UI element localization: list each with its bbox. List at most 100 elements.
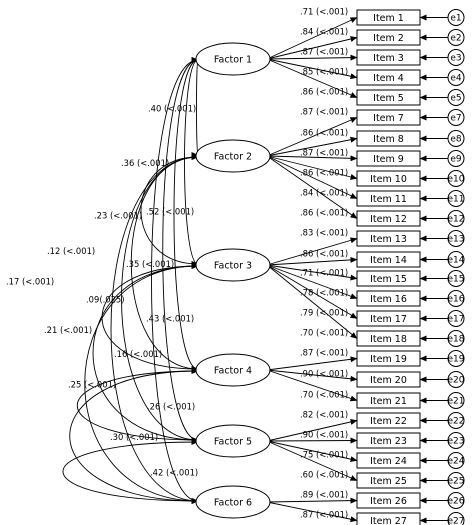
item-label: Item 17 — [370, 314, 407, 325]
error-circle — [447, 109, 465, 126]
loading-label: .60 (<.001) — [300, 470, 348, 480]
loading-label: .78 (<.001) — [300, 288, 348, 298]
correlation-label: .40 (<.001) — [148, 104, 196, 114]
item-box — [356, 210, 421, 227]
correlation-arc — [69, 368, 199, 504]
item-label: Item 23 — [370, 436, 407, 447]
error-label: e3 — [450, 54, 461, 64]
factor-ellipse — [195, 42, 271, 76]
loading-label: .87 (<.001) — [300, 348, 348, 358]
error-label: e13 — [448, 235, 465, 245]
loading-label: .84 (<.001) — [300, 27, 348, 37]
correlation-label: .16 (<.001) — [114, 349, 162, 359]
item-box — [356, 230, 421, 247]
loading-path — [266, 58, 358, 80]
correlation-arc — [62, 439, 199, 504]
error-label: e1 — [450, 14, 461, 24]
loading-path — [266, 136, 358, 157]
loading-path — [266, 440, 358, 481]
loading-path — [266, 36, 358, 60]
item-label: Item 12 — [370, 214, 407, 225]
loading-label: .70 (<.001) — [300, 390, 348, 400]
loading-label: .86 (<.001) — [300, 87, 348, 97]
item-label: Item 8 — [373, 134, 404, 145]
item-label: Item 2 — [373, 33, 404, 44]
item-box — [356, 89, 421, 106]
loading-label: .87 (<.001) — [300, 510, 348, 520]
error-circle — [447, 512, 465, 525]
error-circle — [447, 270, 465, 287]
item-box — [356, 472, 421, 489]
error-label: e27 — [448, 517, 465, 525]
error-label: e15 — [448, 275, 465, 285]
correlation-label: .09(.025) — [86, 295, 125, 305]
item-label: Item 21 — [370, 396, 407, 407]
loading-label: .86 (<.001) — [300, 168, 348, 178]
error-label: e12 — [448, 215, 465, 225]
item-label: Item 15 — [370, 274, 407, 285]
factor-ellipse — [195, 139, 271, 173]
item-label: Item 11 — [370, 194, 407, 205]
item-label: Item 10 — [370, 174, 407, 185]
error-circle — [447, 251, 465, 268]
loading-path — [266, 256, 358, 266]
error-label: e25 — [448, 477, 465, 487]
loading-label: .71 (<.001) — [300, 7, 348, 17]
item-label: Item 14 — [370, 255, 407, 266]
error-circle — [447, 350, 465, 367]
loading-path — [266, 501, 358, 523]
loading-path — [266, 58, 358, 98]
loading-path — [266, 264, 358, 339]
error-circle — [447, 492, 465, 509]
item-box — [356, 350, 421, 367]
item-label: Item 19 — [370, 354, 407, 365]
item-label: Item 7 — [373, 113, 404, 124]
loading-label: .87 (<.001) — [300, 148, 348, 158]
item-box — [356, 371, 421, 388]
correlation-layer: .40 (<.001).36 (<.001).23 (<.001).12 (<.… — [6, 57, 199, 504]
loading-label: .87 (<.001) — [300, 47, 348, 57]
correlation-label: .25 (<.001) — [68, 380, 116, 390]
item-label: Item 18 — [370, 334, 407, 345]
error-label: e2 — [450, 34, 461, 44]
error-circle — [447, 412, 465, 429]
error-circle — [447, 452, 465, 469]
loading-path — [266, 369, 358, 402]
factor-label: Factor 6 — [214, 498, 252, 509]
item-label: Item 16 — [370, 294, 407, 305]
correlation-arc — [140, 154, 199, 267]
item-box — [356, 310, 421, 327]
correlation-label: .52 (<.001) — [146, 207, 194, 217]
item-label: Item 4 — [373, 73, 404, 84]
error-circle — [447, 210, 465, 227]
error-label: e16 — [448, 295, 465, 305]
correlation-label: .35 (<.001) — [126, 259, 174, 269]
correlation-arc — [173, 57, 199, 372]
item-box — [356, 512, 421, 525]
loading-path — [266, 54, 358, 61]
error-circle — [447, 9, 465, 26]
factor-ellipse — [195, 424, 271, 458]
item-box — [356, 492, 421, 509]
error-label: e11 — [448, 195, 465, 205]
error-label: e20 — [448, 376, 465, 386]
error-label: e18 — [448, 335, 465, 345]
error-label: e21 — [448, 397, 465, 407]
error-circle — [447, 69, 465, 86]
item-box — [356, 190, 421, 207]
loading-path — [266, 356, 358, 371]
loading-path — [266, 155, 358, 219]
loading-label: .71 (<.001) — [300, 268, 348, 278]
error-circle — [447, 330, 465, 347]
item-box — [356, 251, 421, 268]
item-box — [356, 130, 421, 147]
correlation-arc — [110, 154, 199, 504]
item-box — [356, 49, 421, 66]
loading-path — [266, 369, 358, 382]
error-circle — [447, 150, 465, 167]
loading-path — [266, 497, 358, 504]
correlation-label: .12 (<.001) — [47, 246, 95, 256]
error-label: e14 — [448, 256, 465, 266]
error-circle — [447, 89, 465, 106]
